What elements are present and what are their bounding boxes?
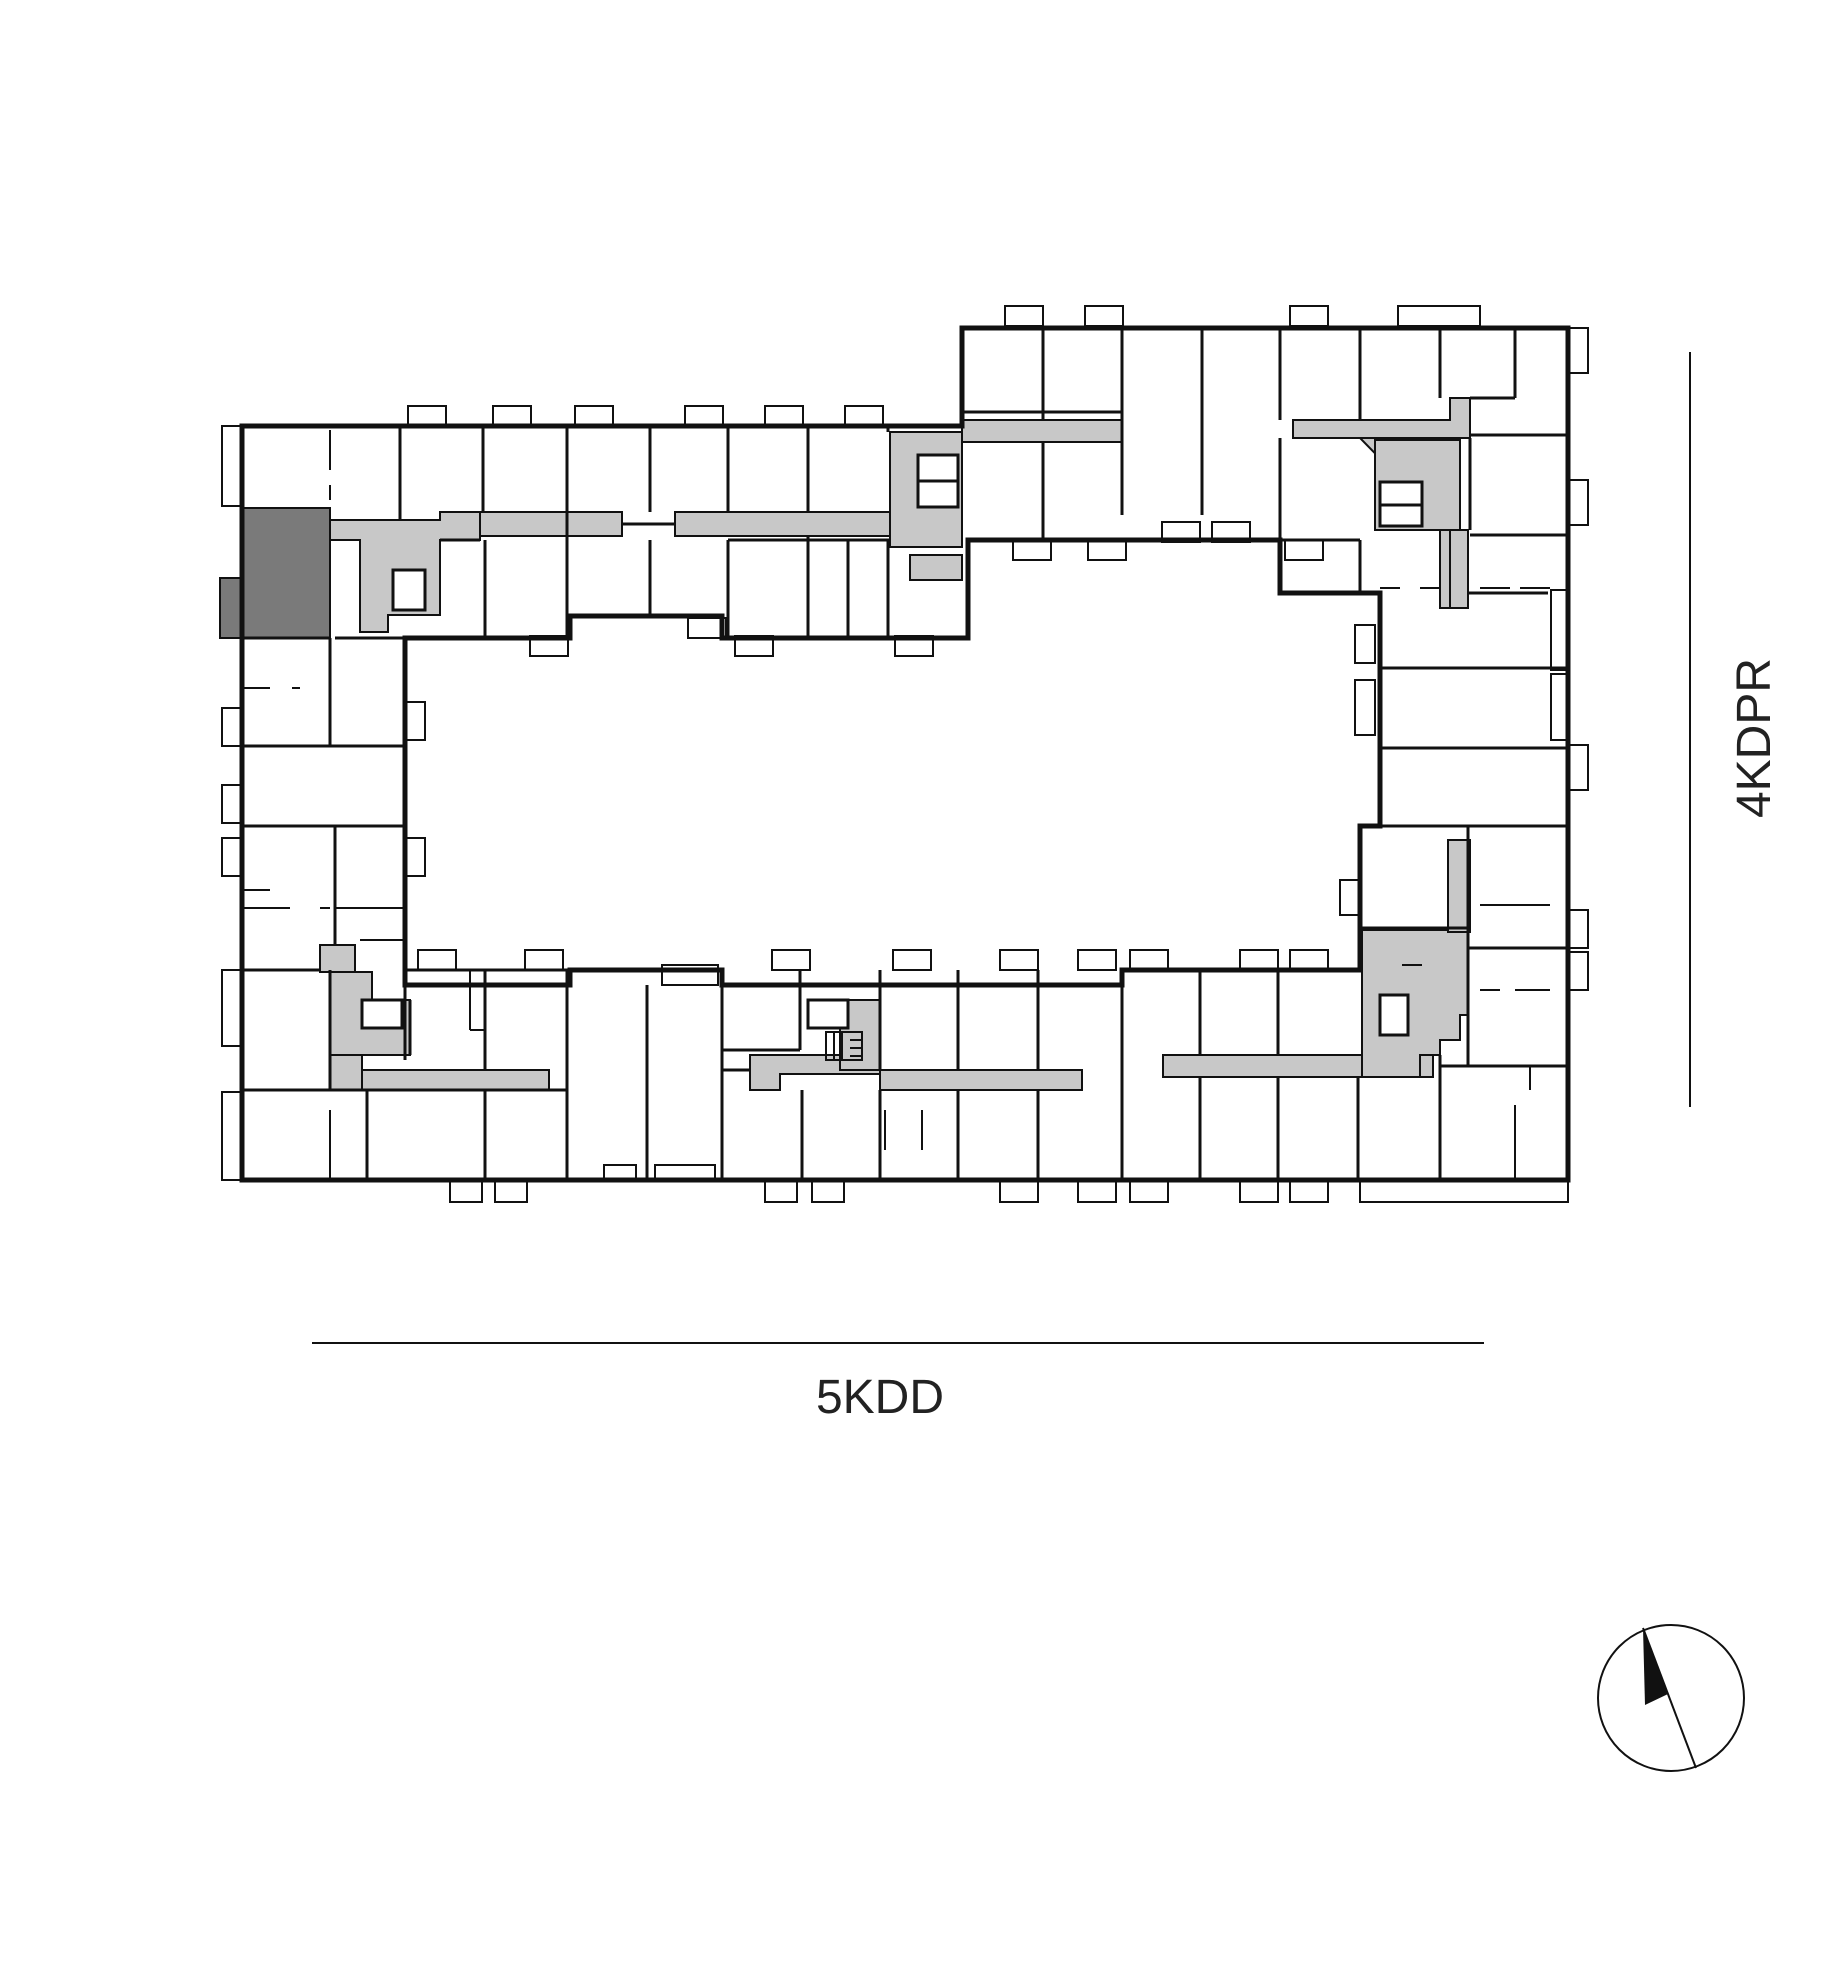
balconies <box>221 305 1589 1203</box>
unit-walls <box>242 328 1568 1180</box>
width-dimension-label: 5KDD <box>816 1371 944 1424</box>
stair-icon <box>825 1031 863 1061</box>
compass-north-arrow-icon <box>1597 1624 1745 1772</box>
highlighted-unit <box>219 507 331 639</box>
height-dimension-label: 4KDPR <box>1728 658 1781 818</box>
core-stair-lift <box>360 453 1424 1037</box>
corridor-areas <box>319 397 1471 1091</box>
partitions <box>242 430 1550 1180</box>
